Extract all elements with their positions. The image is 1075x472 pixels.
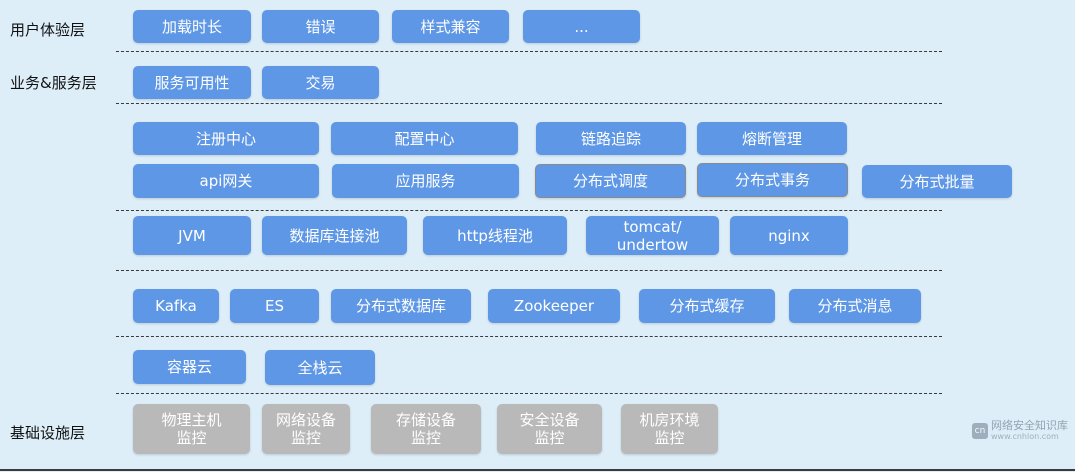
layer-label-business-service: 业务&服务层 (10, 74, 97, 92)
node-config-center: 配置中心 (331, 122, 518, 155)
node-circuit-breaker: 熔断管理 (697, 122, 847, 155)
watermark-title: 网络安全知识库 (991, 419, 1068, 432)
watermark: cn 网络安全知识库 www.cnhlon.com (972, 420, 1068, 442)
node-app-service: 应用服务 (332, 164, 519, 198)
bottom-border (0, 469, 1075, 471)
node-container-cloud: 容器云 (133, 350, 246, 384)
node-security-device-monitoring: 安全设备 监控 (497, 404, 602, 454)
node-load-time: 加载时长 (133, 10, 251, 43)
node-distributed-cache: 分布式缓存 (639, 289, 775, 323)
node-datacenter-env-monitoring: 机房环境 监控 (621, 404, 718, 454)
node-registry-center: 注册中心 (133, 122, 319, 155)
layer-divider (116, 336, 942, 337)
node-network-device-monitoring: 网络设备 监控 (262, 404, 350, 454)
node-distributed-message: 分布式消息 (789, 289, 921, 323)
node-style-compat: 样式兼容 (392, 10, 509, 43)
watermark-logo-icon: cn (972, 423, 988, 439)
node-tomcat-undertow: tomcat/ undertow (586, 216, 719, 255)
node-api-gateway: api网关 (133, 164, 319, 198)
node-nginx: nginx (730, 216, 848, 255)
node-distributed-transaction: 分布式事务 (697, 163, 848, 197)
layer-divider (116, 51, 942, 52)
node-full-stack-cloud: 全栈云 (265, 350, 375, 385)
layer-divider (116, 103, 942, 104)
node-storage-device-monitoring: 存储设备 监控 (371, 404, 481, 454)
node-kafka: Kafka (133, 289, 219, 323)
node-physical-host-monitoring: 物理主机 监控 (133, 404, 250, 454)
layer-divider (116, 393, 942, 394)
layer-label-user-experience: 用户体验层 (10, 21, 86, 39)
watermark-url: www.cnhlon.com (991, 432, 1059, 441)
layer-divider (116, 270, 942, 271)
node-errors: 错误 (262, 10, 379, 43)
node-es: ES (230, 289, 319, 323)
node-db-connection-pool: 数据库连接池 (262, 216, 407, 255)
node-distributed-scheduling: 分布式调度 (535, 164, 686, 198)
node-ellipsis: ... (523, 10, 640, 43)
node-zookeeper: Zookeeper (488, 289, 620, 323)
node-transaction: 交易 (262, 66, 379, 99)
node-service-availability: 服务可用性 (133, 66, 251, 99)
node-jvm: JVM (133, 216, 251, 255)
layer-label-infrastructure: 基础设施层 (10, 424, 86, 442)
node-http-thread-pool: http线程池 (423, 216, 567, 255)
layer-divider (116, 210, 942, 211)
node-distributed-batch: 分布式批量 (862, 165, 1012, 198)
node-distributed-db: 分布式数据库 (331, 289, 471, 323)
node-tracing: 链路追踪 (536, 122, 686, 155)
